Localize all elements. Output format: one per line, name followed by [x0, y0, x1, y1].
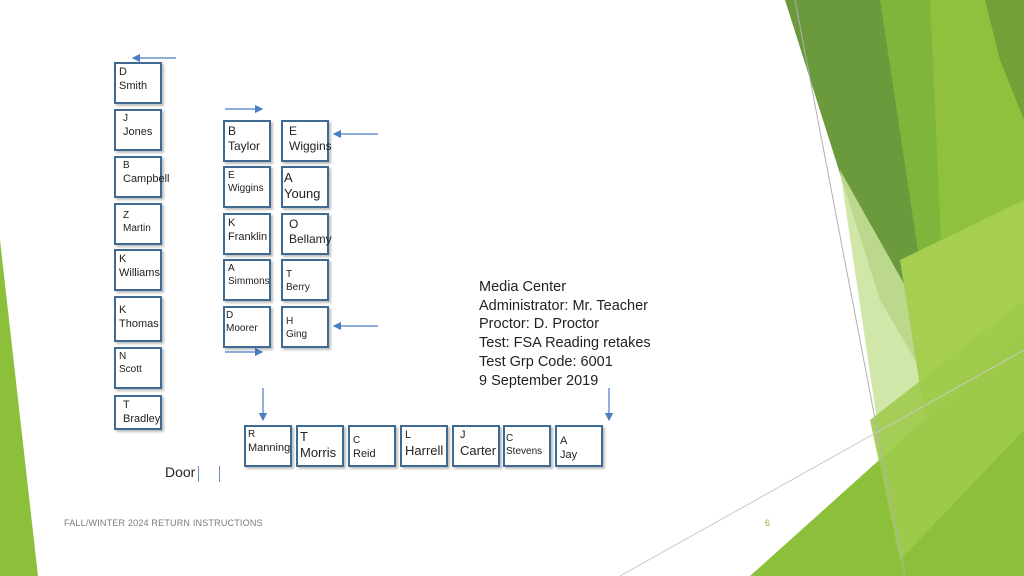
seat-smith: D Smith: [114, 62, 162, 104]
seat-name: Jones: [123, 125, 153, 138]
seat-initial: D: [226, 310, 234, 321]
seat-young: A Young: [281, 166, 329, 208]
seat-name: Morris: [300, 445, 337, 461]
seat-name: Young: [284, 186, 321, 202]
seat-name: Wiggins: [289, 139, 332, 153]
seat-name: Berry: [286, 281, 310, 293]
info-administrator: Administrator: Mr. Teacher: [479, 297, 648, 314]
seat-name: Ging: [286, 328, 308, 340]
seat-initial: O: [289, 217, 299, 231]
seat-carter: J Carter: [452, 425, 500, 467]
seat-initial: K: [119, 304, 127, 316]
info-test: Test: FSA Reading retakes: [479, 335, 651, 352]
seat-initial: N: [119, 351, 127, 362]
seat-manning: R Manning: [244, 425, 292, 467]
seat-name: Taylor: [228, 139, 261, 153]
seat-name: Bellamy: [289, 232, 332, 246]
seat-moorer: D Moorer: [223, 306, 271, 348]
seat-initial: T: [286, 269, 293, 280]
seat-initial: T: [123, 399, 130, 411]
seat-initial: B: [123, 160, 130, 171]
seat-name: Scott: [119, 363, 142, 375]
seat-jones: J Jones: [114, 109, 162, 151]
seat-campbell: B Campbell: [114, 156, 170, 198]
seat-name: Simmons: [228, 275, 270, 287]
seat-initial: Z: [123, 210, 130, 221]
info-location: Media Center: [479, 279, 567, 295]
info-proctor: Proctor: D. Proctor: [479, 316, 600, 333]
seat-berry: T Berry: [281, 259, 329, 301]
seat-name: Bradley: [123, 412, 161, 425]
seat-initial: E: [228, 170, 235, 181]
seat-taylor: B Taylor: [223, 120, 271, 162]
seat-reid: C Reid: [348, 425, 396, 467]
seat-franklin: K Franklin: [223, 213, 271, 255]
seat-ging: H Ging: [281, 306, 329, 348]
seat-name: Franklin: [228, 230, 268, 243]
seat-initial: A: [284, 170, 293, 185]
seat-thomas: K Thomas: [114, 296, 162, 342]
seat-name: Moorer: [226, 322, 258, 334]
seat-martin: Z Martin: [114, 203, 162, 245]
seat-jay: A Jay: [555, 425, 603, 467]
seat-initial: D: [119, 66, 127, 78]
exam-info: Media Center Administrator: Mr. Teacher …: [479, 278, 651, 390]
seat-wiggins-right: E Wiggins: [281, 120, 332, 162]
seat-name: Campbell: [123, 172, 170, 185]
seat-bradley: T Bradley: [114, 395, 162, 430]
seat-stevens: C Stevens: [503, 425, 551, 467]
seat-name: Williams: [119, 266, 160, 279]
seat-initial: L: [405, 429, 412, 441]
seat-morris: T Morris: [296, 425, 344, 467]
seat-name: Jay: [560, 448, 578, 461]
door-label: Door: [165, 464, 196, 480]
seat-wiggins-e: E Wiggins: [223, 166, 271, 208]
seat-initial: B: [228, 124, 237, 138]
seat-name: Martin: [123, 222, 151, 234]
seat-initial: R: [248, 429, 256, 440]
seat-name: Reid: [353, 447, 376, 460]
seat-initial: T: [300, 429, 308, 444]
seat-initial: E: [289, 124, 298, 138]
seat-name: Stevens: [506, 445, 543, 457]
seat-scott: N Scott: [114, 347, 162, 389]
seat-initial: C: [353, 435, 361, 446]
seat-name: Thomas: [119, 317, 159, 330]
seat-name: Harrell: [405, 442, 444, 458]
seat-initial: K: [119, 253, 127, 265]
seat-simmons: A Simmons: [223, 259, 271, 301]
seat-initial: J: [460, 429, 466, 441]
door-frame: [198, 466, 220, 482]
seat-initial: A: [560, 435, 568, 447]
seat-name: Carter: [460, 442, 497, 458]
slide-footer: FALL/WINTER 2024 RETURN INSTRUCTIONS: [64, 518, 263, 528]
seat-initial: J: [123, 113, 128, 124]
seat-initial: C: [506, 433, 514, 444]
page-number: 6: [765, 518, 771, 528]
seat-bellamy: O Bellamy: [281, 213, 332, 255]
seat-name: Wiggins: [228, 182, 264, 194]
seat-initial: H: [286, 316, 294, 327]
seat-name: Manning: [248, 441, 291, 454]
info-date: 9 September 2019: [479, 372, 599, 389]
seat-name: Smith: [119, 79, 148, 92]
seat-williams: K Williams: [114, 249, 162, 291]
info-group-code: Test Grp Code: 6001: [479, 353, 613, 370]
seat-initial: A: [228, 263, 235, 274]
seat-initial: K: [228, 217, 236, 229]
seat-harrell: L Harrell: [400, 425, 448, 467]
